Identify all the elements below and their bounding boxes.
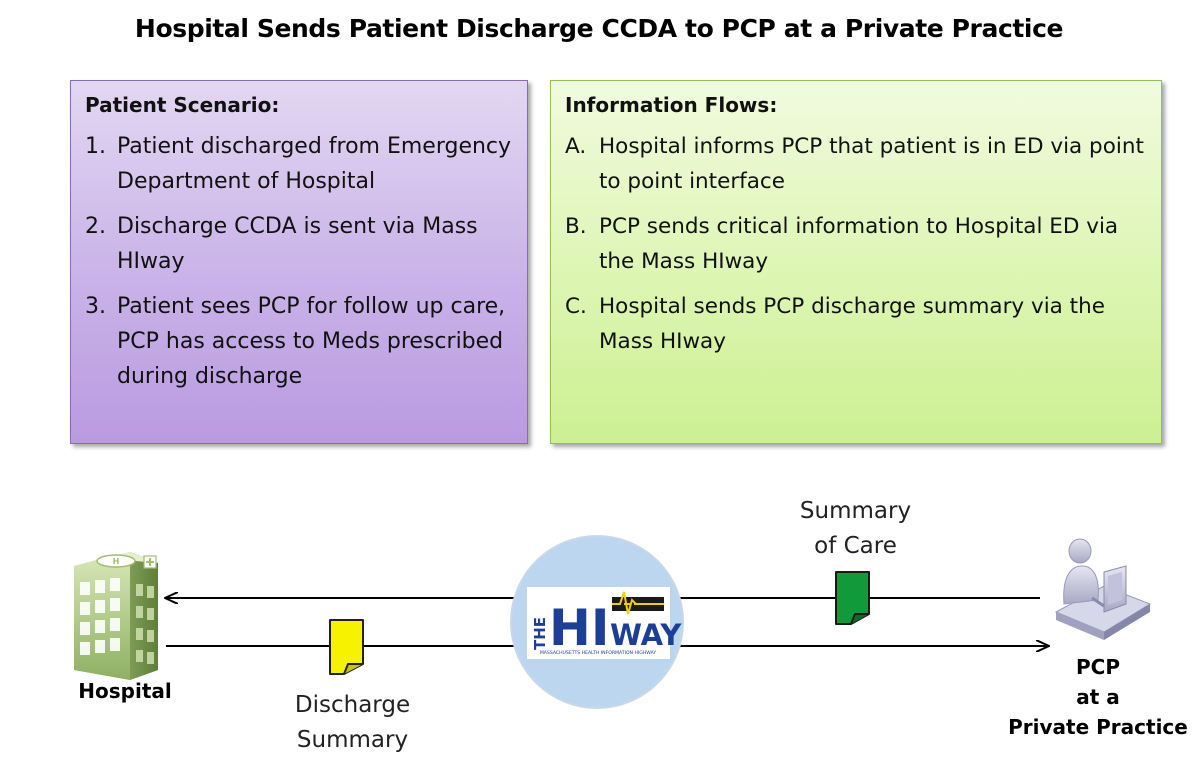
scenario-item: 3. Patient sees PCP for follow up care, … <box>85 289 513 394</box>
scenario-item: 1. Patient discharged from Emergency Dep… <box>85 129 513 199</box>
flow-item-marker: B. <box>565 214 587 239</box>
hiway-logo-tagline: MASSACHUSETTS HEALTH INFORMATION HIGHWAY <box>540 650 657 656</box>
flow-item-text: Hospital sends PCP discharge summary via… <box>599 294 1105 354</box>
hiway-logo-hi: HI <box>549 599 609 657</box>
scenario-item-marker: 1. <box>85 134 106 159</box>
information-flows-box: Information Flows: A. Hospital informs P… <box>550 80 1162 444</box>
scenario-item-text: Discharge CCDA is sent via Mass HIway <box>117 214 478 274</box>
flow-item-marker: C. <box>565 294 587 319</box>
flow-item: B. PCP sends critical information to Hos… <box>565 209 1147 279</box>
patient-scenario-box: Patient Scenario: 1. Patient discharged … <box>70 80 528 444</box>
information-flows-list: A. Hospital informs PCP that patient is … <box>565 129 1147 359</box>
discharge-label-line: Discharge <box>294 692 411 718</box>
hiway-logo-way: WAY <box>610 618 682 652</box>
summary-label-line: of Care <box>814 533 897 559</box>
summary-document-icon <box>835 571 870 625</box>
hiway-logo: THE HI WAY MASSACHUSETTS HEALTH INFORMAT… <box>527 587 682 659</box>
pcp-label-line: PCP <box>1076 655 1120 679</box>
flow-item-text: PCP sends critical information to Hospit… <box>599 214 1119 274</box>
pcp-computer-user-icon <box>1054 538 1152 640</box>
hospital-label: Hospital <box>78 679 172 703</box>
discharge-document-icon <box>329 619 364 675</box>
pcp-label: PCP at a Private Practice <box>1008 652 1188 742</box>
scenario-item-text: Patient sees PCP for follow up care, PCP… <box>117 294 506 389</box>
patient-scenario-heading: Patient Scenario: <box>85 93 280 117</box>
discharge-label-line: Summary <box>296 727 409 753</box>
scenario-item-text: Patient discharged from Emergency Depart… <box>117 134 512 194</box>
hiway-logo-the: THE <box>531 617 549 650</box>
pcp-label-line: at a <box>1076 685 1120 709</box>
hospital-sign-letter: H <box>113 557 120 566</box>
flow-item: A. Hospital informs PCP that patient is … <box>565 129 1147 199</box>
scenario-item-marker: 2. <box>85 214 106 239</box>
flow-item: C. Hospital sends PCP discharge summary … <box>565 289 1147 359</box>
information-flows-heading: Information Flows: <box>565 93 778 117</box>
scenario-item-marker: 3. <box>85 294 106 319</box>
patient-scenario-list: 1. Patient discharged from Emergency Dep… <box>85 129 513 394</box>
summary-label-line: Summary <box>799 498 912 524</box>
hospital-building-icon: H <box>74 552 158 680</box>
flow-item-text: Hospital informs PCP that patient is in … <box>599 134 1144 194</box>
page-title: Hospital Sends Patient Discharge CCDA to… <box>134 14 1064 43</box>
discharge-summary-label: Discharge Summary <box>270 688 435 758</box>
flow-item-marker: A. <box>565 134 587 159</box>
summary-of-care-label: Summary of Care <box>778 494 933 564</box>
hiway-hub-circle <box>510 535 684 709</box>
pcp-label-line: Private Practice <box>1008 715 1188 739</box>
scenario-item: 2. Discharge CCDA is sent via Mass HIway <box>85 209 513 279</box>
